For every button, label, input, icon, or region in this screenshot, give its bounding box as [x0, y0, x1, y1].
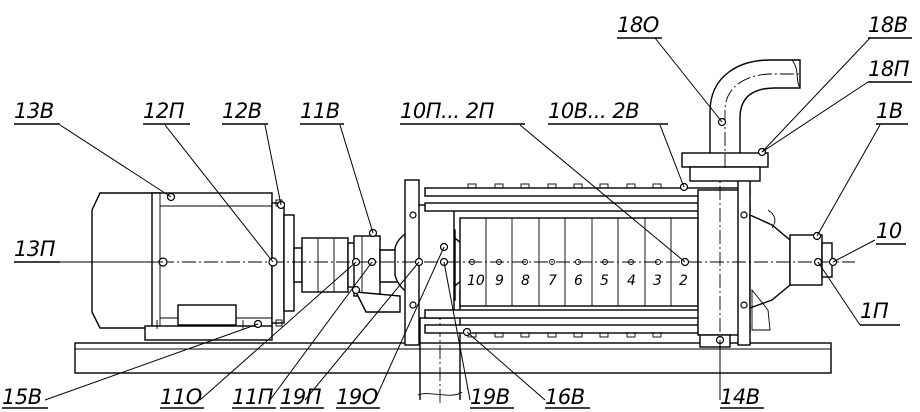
callout-16V: 16В: [545, 385, 585, 409]
stage-label: 3: [653, 273, 662, 289]
callout-11P: 11П: [232, 385, 274, 409]
coupling: [293, 237, 357, 293]
electric-motor: [91, 192, 295, 341]
callout-10V-2V: 10В... 2В: [548, 99, 639, 123]
leader-lines: [44, 37, 881, 401]
callout-19V: 19В: [470, 385, 510, 409]
callout-11O: 11О: [160, 385, 202, 409]
callout-1V: 1В: [876, 99, 903, 123]
callout-1P: 1П: [860, 299, 889, 323]
stage-label: 9: [495, 273, 504, 289]
stage-label: 8: [521, 273, 530, 289]
callout-18V: 18В: [868, 13, 908, 37]
callout-18O: 18О: [617, 13, 659, 37]
callout-19O: 19О: [336, 385, 378, 409]
callout-11V: 11В: [300, 99, 340, 123]
discharge-pipe: [681, 59, 801, 182]
bearing-housing-drive: [353, 235, 401, 313]
stage-label: 6: [574, 273, 583, 289]
pump-casing: [404, 120, 751, 350]
bearing-housing-end: [749, 209, 833, 331]
callout-10P-2P: 10П... 2П: [400, 99, 495, 123]
stage-label: 5: [600, 273, 609, 289]
callout-labels: 13В 12П 12В 11В 10П... 2П 10В... 2В 18О …: [2, 13, 912, 409]
callout-13V: 13В: [14, 99, 54, 123]
callout-12V: 12В: [222, 99, 262, 123]
callout-19P: 19П: [280, 385, 322, 409]
callout-12P: 12П: [143, 99, 185, 123]
stage-label: 7: [548, 273, 557, 289]
callout-15V: 15В: [2, 385, 42, 409]
callout-10: 10: [876, 219, 902, 243]
stage-label: 4: [627, 273, 636, 289]
callout-14V: 14В: [720, 385, 760, 409]
stage-label: 2: [679, 273, 688, 289]
callout-18P: 18П: [868, 57, 910, 81]
callout-13P: 13П: [14, 237, 56, 261]
stage-numbers: 10 9 8 7 6 5 4 3 2: [467, 259, 688, 289]
base-frame: [74, 342, 832, 374]
stage-label: 10: [467, 273, 485, 289]
